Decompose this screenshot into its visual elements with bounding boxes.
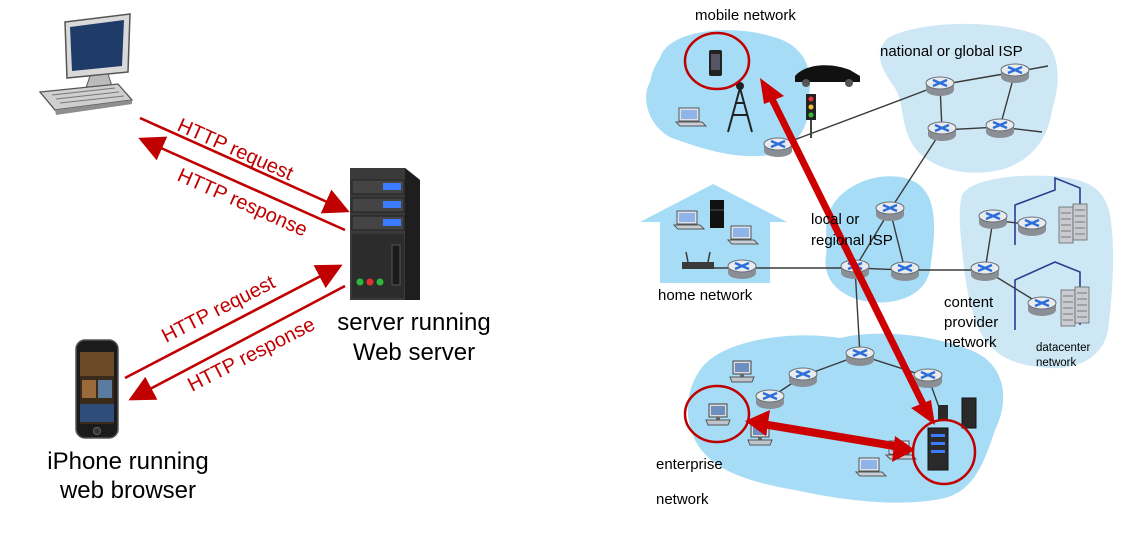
- cell-tower-icon: [727, 82, 753, 133]
- datacenter-label-line1: datacenter: [1036, 342, 1091, 354]
- enterprise-label-line1: enterprise: [656, 456, 723, 473]
- enterprise-label-line2: network: [656, 491, 709, 508]
- smartphone-icon: [709, 50, 722, 76]
- regional-isp-label-line2: regional ISP: [811, 232, 893, 249]
- iphone-label-line2: web browser: [59, 477, 196, 504]
- traffic-light-icon: [806, 94, 816, 138]
- router-icon: [924, 75, 956, 98]
- home-network-house: [640, 184, 787, 283]
- server-rack-icon: [1058, 206, 1074, 244]
- http-request-label-2: HTTP request: [158, 271, 279, 347]
- mobile-network-label: mobile network: [695, 7, 796, 24]
- router-icon: [844, 345, 876, 368]
- iphone-icon: [75, 339, 119, 439]
- content-provider-label-line1: content: [944, 294, 994, 311]
- national-isp-label: national or global ISP: [880, 43, 1023, 60]
- content-provider-label-line3: network: [944, 334, 997, 351]
- server-rack-icon: [1074, 286, 1090, 324]
- router-icon: [1016, 215, 1048, 238]
- router-icon: [889, 260, 921, 283]
- server-icon: [350, 168, 420, 300]
- enterprise-server-icon: [927, 397, 977, 471]
- http-request-arrow-1: [139, 116, 350, 214]
- router-icon: [969, 260, 1001, 283]
- mobile-highlight-circle: [683, 31, 751, 91]
- http-response-arrow-2: [128, 284, 346, 401]
- home-router-icon: [682, 251, 714, 269]
- router-icon: [977, 208, 1009, 231]
- server-rack-icon: [1060, 289, 1076, 327]
- mobile-network-cloud: [646, 30, 811, 157]
- http-response-arrow-1: [138, 136, 346, 232]
- national-isp-cloud: [879, 23, 1058, 173]
- router-icon: [984, 117, 1016, 140]
- router-icon: [999, 62, 1031, 85]
- desktop-icon: [729, 360, 755, 383]
- server-label-line1: server running: [337, 309, 490, 336]
- enterprise-server-highlight-circle: [911, 418, 977, 486]
- desktop-icon: [705, 403, 731, 426]
- server-rack-icon: [1072, 203, 1088, 241]
- router-icon: [762, 136, 794, 159]
- router-icon: [787, 366, 819, 389]
- router-icon: [754, 388, 786, 411]
- enterprise-network-cloud: [687, 333, 1004, 503]
- datacenter-label-line2: network: [1036, 357, 1077, 369]
- content-provider-label-line2: provider: [944, 314, 998, 331]
- regional-isp-label-line1: local or: [811, 211, 859, 228]
- http-request-arrow-2: [124, 264, 343, 380]
- router-icon: [726, 258, 758, 281]
- desktop-computer-icon: [38, 13, 134, 115]
- router-icon: [1026, 295, 1058, 318]
- client-to-server-double-arrow: [745, 410, 915, 462]
- server-label-line2: Web server: [353, 339, 475, 366]
- home-network-label: home network: [658, 287, 753, 304]
- enterprise-client-highlight-circle: [683, 384, 751, 444]
- router-icon: [874, 200, 906, 223]
- router-icon: [926, 120, 958, 143]
- router-icon: [912, 367, 944, 390]
- mobile-to-server-double-arrow: [760, 78, 935, 425]
- iphone-label-line1: iPhone running: [47, 448, 208, 475]
- fridge-icon: [710, 200, 724, 228]
- car-icon: [795, 65, 860, 87]
